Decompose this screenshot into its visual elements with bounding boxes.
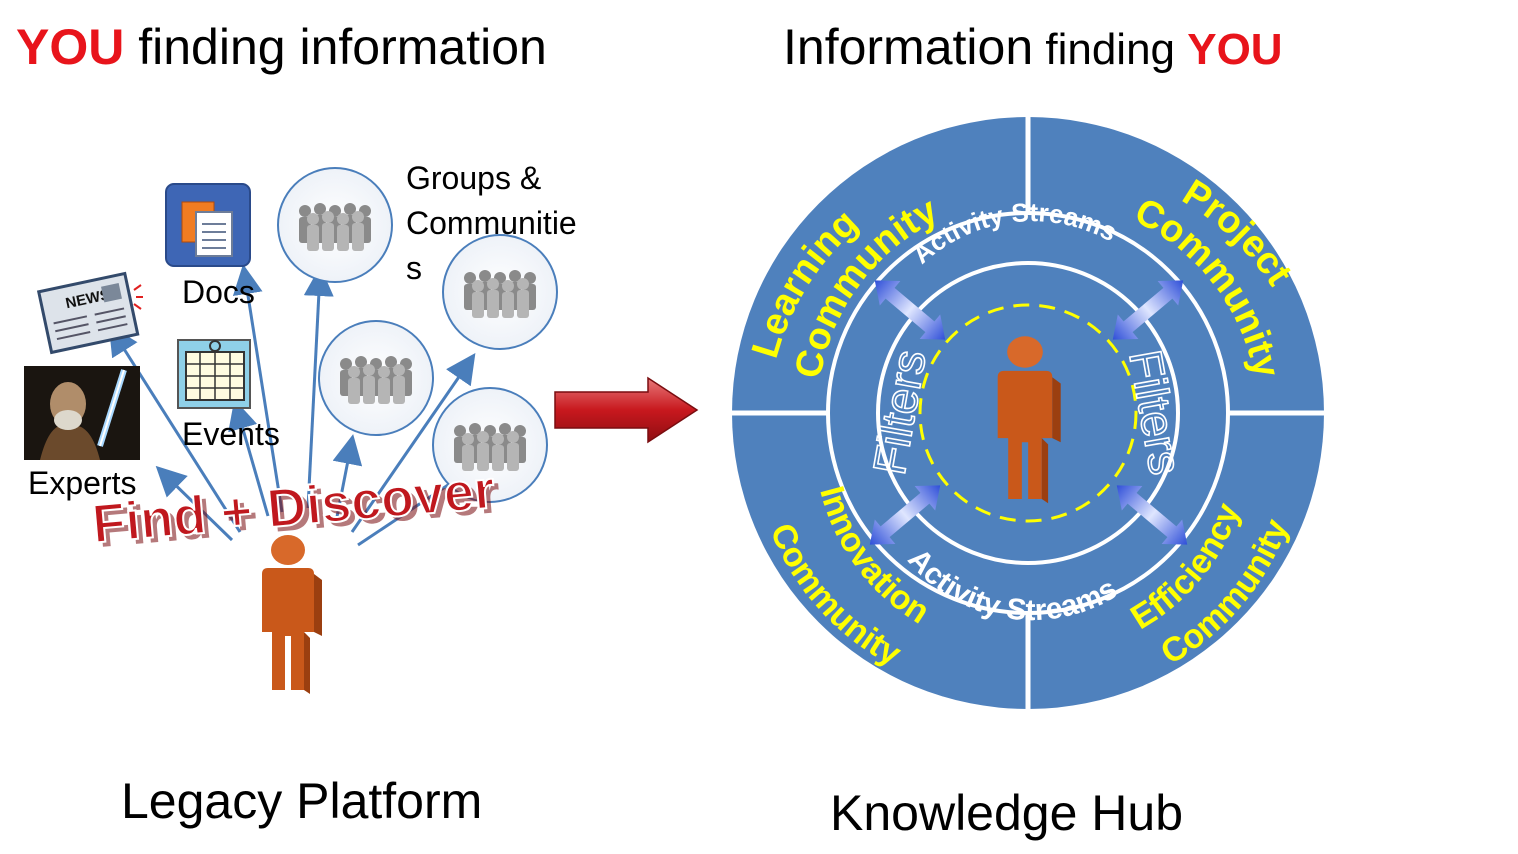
groups-label-line1: Groups & — [406, 160, 542, 196]
group-icon — [432, 387, 548, 503]
hub-person-icon — [997, 336, 1061, 504]
hub-dashed-circle — [918, 303, 1138, 523]
right-header-small: finding — [1033, 25, 1188, 74]
calendar-icon — [177, 339, 251, 409]
docs-icon — [165, 183, 251, 267]
group-icon — [277, 167, 393, 283]
group-icon — [442, 234, 558, 350]
groups-label-line2: Communitie — [406, 205, 577, 241]
expert-photo — [24, 366, 140, 460]
right-header-emph: YOU — [1187, 25, 1283, 74]
legacy-footer: Legacy Platform — [121, 773, 483, 829]
right-header-main: Information — [783, 19, 1034, 75]
experts-label: Experts — [28, 465, 137, 501]
group-icon — [318, 320, 434, 436]
left-header: YOU finding information — [16, 18, 547, 76]
docs-label: Docs — [182, 274, 255, 310]
transition-arrow-icon — [554, 376, 699, 444]
groups-label-line3: s — [406, 250, 422, 286]
news-icon: NEWS — [36, 271, 140, 355]
knowledge-hub-diagram: Learning Community Project Community Inn… — [722, 115, 1330, 715]
news-sparkle-icon — [133, 284, 143, 310]
filter-arrows — [869, 280, 1188, 545]
legacy-diagram: NEWS — [24, 167, 699, 694]
left-header-emph: YOU — [16, 19, 125, 75]
knowledge-hub-footer: Knowledge Hub — [830, 785, 1184, 841]
person-icon — [262, 535, 322, 694]
groups-label: Groups & Communitie s — [406, 156, 577, 291]
left-header-rest: finding information — [124, 19, 547, 75]
events-label: Events — [182, 416, 280, 452]
right-header: Information finding YOU — [783, 18, 1283, 76]
